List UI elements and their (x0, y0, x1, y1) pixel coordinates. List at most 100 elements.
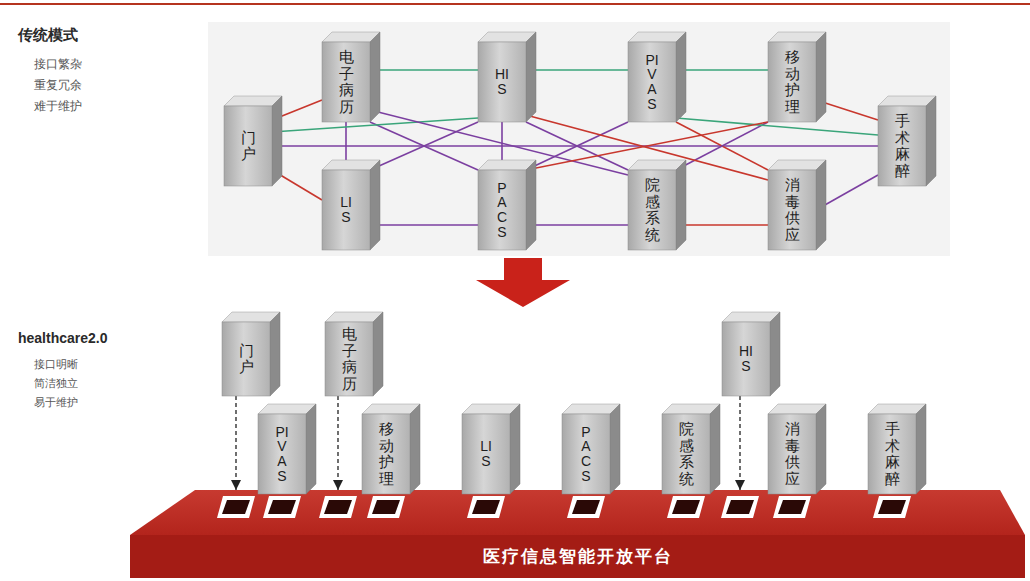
slot-frame (217, 496, 255, 518)
box-side (816, 404, 826, 494)
slot-hole (472, 500, 500, 514)
box-side (710, 404, 720, 494)
box-face (322, 42, 370, 122)
system-name: 手术麻醉 (885, 421, 900, 487)
box-face (768, 170, 816, 250)
system-box: LIS (462, 404, 520, 494)
dock-slot (873, 496, 911, 518)
dock-slot (217, 496, 255, 518)
box-face (258, 414, 306, 494)
section-heading: healthcare2.0 (18, 330, 108, 346)
transition-arrow (476, 258, 570, 307)
system-box: PIVAS (258, 404, 316, 494)
system-box: 消毒供应 (768, 404, 826, 494)
box-shape (628, 32, 686, 122)
system-box: PACS (478, 160, 536, 250)
system-box: PACS (562, 404, 620, 494)
section-note: 简洁独立 (34, 376, 78, 391)
section-note: 接口明晰 (34, 357, 78, 372)
dashed-arrow (739, 396, 740, 490)
box-side (816, 32, 826, 122)
system-box: PIVAS (628, 32, 686, 122)
slot-frame (263, 496, 301, 518)
dock-slot (567, 496, 605, 518)
box-face (224, 106, 272, 186)
interface-line (676, 122, 768, 170)
slot-frame (567, 496, 605, 518)
system-box: 院感系统 (662, 404, 720, 494)
box-face (768, 42, 816, 122)
system-box: 门户 (222, 312, 280, 396)
box-side (526, 160, 536, 250)
box-face (562, 414, 610, 494)
system-name: 手术麻醉 (895, 113, 910, 179)
system-box: 消毒供应 (768, 160, 826, 250)
interface-line (370, 69, 478, 71)
system-name: 电子病历 (342, 326, 357, 392)
system-name: 电子病历 (339, 49, 354, 115)
system-box: LIS (322, 160, 380, 250)
dock-slot (667, 496, 705, 518)
box-face (662, 414, 710, 494)
section-note: 难于维护 (34, 98, 82, 115)
system-name: 消毒供应 (785, 421, 800, 487)
dock-slot (721, 496, 759, 518)
box-side (676, 160, 686, 250)
system-name: 移动护理 (785, 49, 800, 115)
header-rule (0, 3, 1030, 5)
slot-frame (721, 496, 759, 518)
system-name: 移动护理 (379, 421, 394, 487)
interface-line (526, 122, 768, 170)
system-name: PACS (579, 425, 593, 484)
box-face (362, 414, 410, 494)
box-side (510, 404, 520, 494)
system-name: 消毒供应 (785, 177, 800, 243)
slot-hole (726, 500, 754, 514)
interface-line (370, 122, 478, 170)
slot-hole (268, 500, 296, 514)
box-side (816, 160, 826, 250)
section-note: 重复冗余 (34, 77, 82, 94)
system-name: 门户 (241, 130, 256, 163)
box-side (272, 96, 282, 186)
box-face (722, 322, 770, 396)
box-side (926, 96, 936, 186)
platform-band: 医疗信息智能开放平台 (130, 490, 1025, 578)
slot-frame (773, 496, 811, 518)
dock-slot (319, 496, 357, 518)
system-box: 院感系统 (628, 160, 686, 250)
interface-line (526, 224, 628, 226)
system-name: HIS (495, 67, 509, 96)
platform-front (130, 535, 1025, 578)
slot-hole (672, 500, 700, 514)
dashed-arrow (337, 396, 338, 490)
system-name: LIS (339, 195, 353, 224)
dock-slot (773, 496, 811, 518)
slot-hole (372, 500, 400, 514)
box-face (478, 42, 526, 122)
dock-slot (467, 496, 505, 518)
box-side (610, 404, 620, 494)
interface-line (676, 69, 768, 71)
system-name: PACS (495, 181, 509, 240)
system-name: PIVAS (275, 425, 289, 484)
system-name: 院感系统 (679, 421, 694, 487)
system-box: 电子病历 (325, 312, 383, 396)
system-name: LIS (479, 439, 493, 468)
box-face (222, 322, 270, 396)
section-heading: 传统模式 (18, 26, 78, 45)
box-side (526, 32, 536, 122)
box-side (916, 404, 926, 494)
background-panel (208, 22, 950, 256)
dock-slot (367, 496, 405, 518)
system-box: 电子病历 (322, 32, 380, 122)
system-box: 移动护理 (768, 32, 826, 122)
system-name: 院感系统 (645, 177, 660, 243)
slot-frame (667, 496, 705, 518)
box-face (325, 322, 373, 396)
slot-hole (324, 500, 352, 514)
box-shape (562, 404, 620, 494)
box-face (628, 42, 676, 122)
box-face (768, 414, 816, 494)
dock-slot (263, 496, 301, 518)
